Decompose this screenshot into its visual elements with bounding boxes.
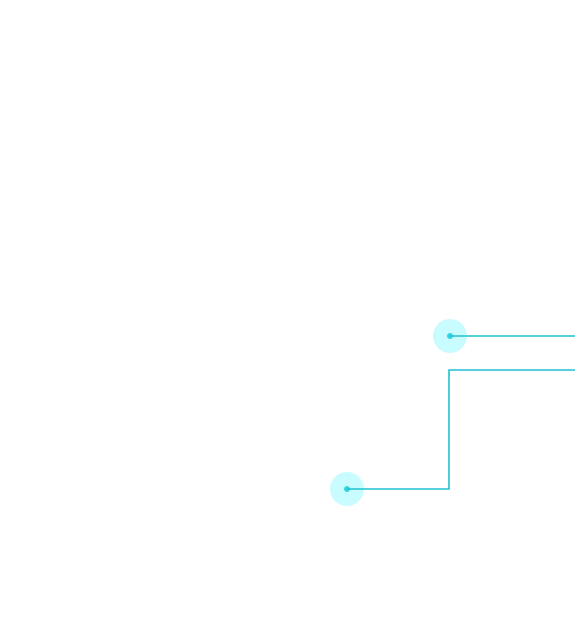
leader-line-lower [347,369,575,490]
callout-upper [433,319,575,353]
callout-lower [330,369,575,506]
